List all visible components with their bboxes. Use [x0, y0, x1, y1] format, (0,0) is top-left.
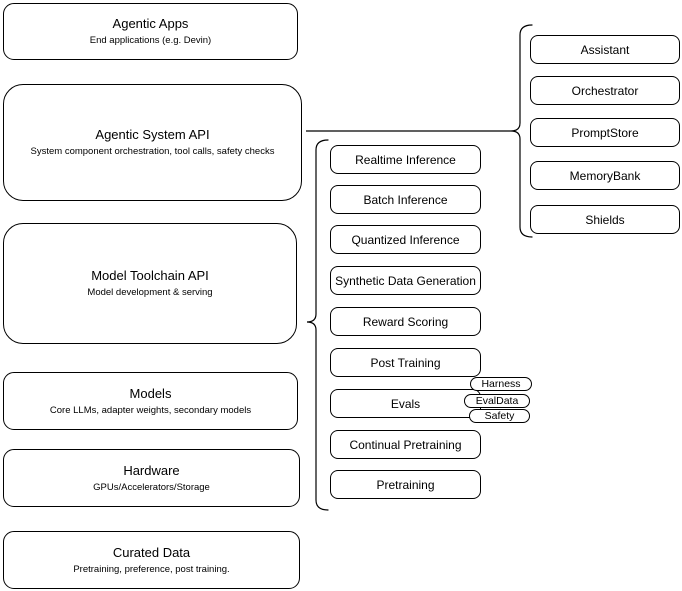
post-training-label: Post Training [370, 355, 441, 370]
evals-label: Evals [390, 396, 421, 411]
tag-evaldata: EvalData [464, 394, 530, 408]
tag-safety: Safety [469, 409, 530, 423]
assistant-label: Assistant [580, 42, 630, 57]
model-toolchain-api-subtitle: Model development & serving [87, 287, 213, 298]
toolchain-brace [306, 139, 329, 511]
box-shields: Shields [530, 205, 680, 234]
box-curated-data: Curated Data Pretraining, preference, po… [3, 531, 300, 589]
shields-label: Shields [585, 212, 625, 227]
box-evals: Evals [330, 389, 481, 418]
memorybank-label: MemoryBank [569, 168, 641, 183]
promptstore-label: PromptStore [571, 125, 639, 140]
box-reward-scoring: Reward Scoring [330, 307, 481, 336]
box-model-toolchain-api: Model Toolchain API Model development & … [3, 223, 297, 344]
evaldata-label: EvalData [475, 395, 519, 407]
continual-pretraining-label: Continual Pretraining [349, 437, 462, 452]
box-assistant: Assistant [530, 35, 680, 64]
box-continual-pretraining: Continual Pretraining [330, 430, 481, 459]
model-toolchain-api-title: Model Toolchain API [91, 268, 209, 283]
agentic-system-api-title: Agentic System API [95, 127, 210, 142]
box-agentic-system-api: Agentic System API System component orch… [3, 84, 302, 201]
hardware-subtitle: GPUs/Accelerators/Storage [93, 481, 210, 493]
orchestrator-label: Orchestrator [571, 83, 639, 98]
harness-label: Harness [481, 378, 521, 390]
box-quantized-inference: Quantized Inference [330, 225, 481, 254]
batch-inference-label: Batch Inference [363, 192, 448, 207]
box-memorybank: MemoryBank [530, 161, 680, 190]
tag-harness: Harness [470, 377, 532, 391]
curated-data-title: Curated Data [112, 544, 191, 560]
box-realtime-inference: Realtime Inference [330, 145, 481, 174]
box-batch-inference: Batch Inference [330, 185, 481, 214]
box-promptstore: PromptStore [530, 118, 680, 147]
agentic-apps-title: Agentic Apps [112, 16, 189, 31]
box-pretraining: Pretraining [330, 470, 481, 499]
box-hardware: Hardware GPUs/Accelerators/Storage [3, 449, 300, 507]
box-synthetic-data-generation: Synthetic Data Generation [330, 266, 481, 295]
pretraining-label: Pretraining [376, 477, 435, 492]
realtime-inference-label: Realtime Inference [355, 152, 456, 167]
quantized-inference-label: Quantized Inference [351, 232, 460, 247]
hardware-title: Hardware [123, 462, 180, 478]
box-orchestrator: Orchestrator [530, 76, 680, 105]
box-models: Models Core LLMs, adapter weights, secon… [3, 372, 298, 430]
models-subtitle: Core LLMs, adapter weights, secondary mo… [49, 404, 252, 416]
synthetic-data-generation-label: Synthetic Data Generation [335, 273, 476, 288]
box-agentic-apps: Agentic Apps End applications (e.g. Devi… [3, 3, 298, 60]
components-brace [510, 24, 533, 238]
models-title: Models [129, 385, 172, 401]
safety-label: Safety [484, 410, 515, 422]
reward-scoring-label: Reward Scoring [362, 314, 449, 329]
box-post-training: Post Training [330, 348, 481, 377]
curated-data-subtitle: Pretraining, preference, post training. [73, 563, 230, 575]
agentic-apps-subtitle: End applications (e.g. Devin) [89, 35, 212, 46]
agentic-system-api-subtitle: System component orchestration, tool cal… [30, 146, 275, 157]
